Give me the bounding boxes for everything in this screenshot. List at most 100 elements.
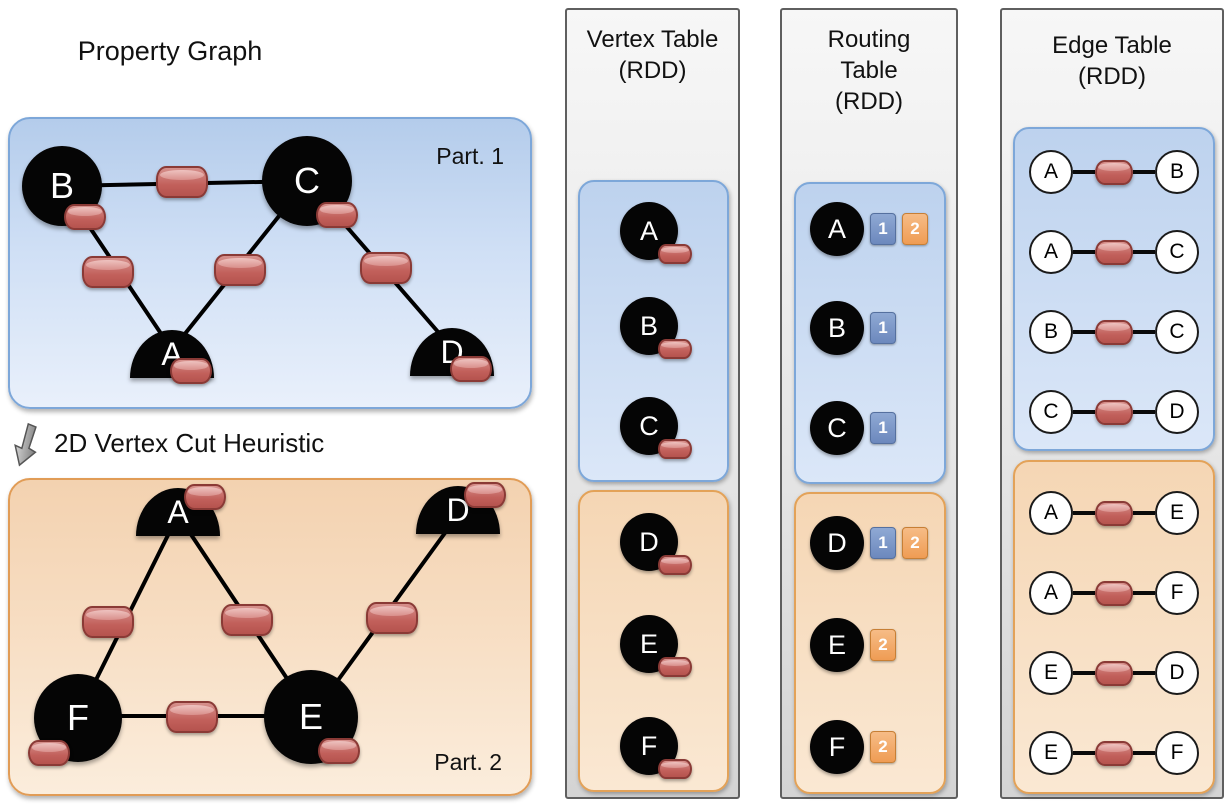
- routing-table-title: Routing: [827, 26, 911, 53]
- edge-table-panel: Edge Table (RDD) A B A C B: [1000, 8, 1224, 799]
- edge-property-cylinder: [360, 252, 412, 284]
- vertex-property-cylinder: [184, 484, 226, 510]
- vertex-property-cylinder: [658, 759, 692, 779]
- edge-property-cylinder: [1095, 740, 1133, 766]
- edge-src-vertex: A: [1029, 230, 1073, 274]
- edge-property-cylinder: [1095, 159, 1133, 185]
- edge-dst-vertex: F: [1155, 731, 1199, 775]
- partition-2-label: Part. 2: [434, 749, 502, 775]
- edge-property-cylinder: [166, 701, 218, 733]
- edge-property-cylinder: [82, 256, 134, 288]
- edge-property-cylinder: [1095, 399, 1133, 425]
- vertex-property-cylinder: [318, 738, 360, 764]
- vertex-cut-arrow-icon: [9, 420, 46, 475]
- routing-entry-vertex: A: [810, 202, 864, 256]
- edge-table-row: E F: [1029, 730, 1199, 776]
- vertex-property-cylinder: [450, 356, 492, 382]
- edge-line: [1133, 250, 1155, 254]
- edge-table-partition-1: A B A C B C C: [1013, 127, 1215, 451]
- edge-line: [1073, 410, 1095, 414]
- vertex-table-entry: E: [620, 615, 678, 673]
- edge-dst-vertex: E: [1155, 491, 1199, 535]
- vertex-table-partition-1: A B C: [578, 180, 729, 482]
- routing-partition-badge: 2: [902, 213, 928, 245]
- edge-table-row: A F: [1029, 570, 1199, 616]
- edge-dst-vertex: C: [1155, 230, 1199, 274]
- edge-property-cylinder: [1095, 580, 1133, 606]
- edge-dst-vertex: D: [1155, 651, 1199, 695]
- edge-line: [1133, 410, 1155, 414]
- vertex-table-panel: Vertex Table (RDD) A B C D E F: [565, 8, 740, 799]
- edge-src-vertex: C: [1029, 390, 1073, 434]
- vertex-table-partition-2: D E F: [578, 490, 729, 792]
- edge-src-vertex: B: [1029, 310, 1073, 354]
- edge-table-row: B C: [1029, 309, 1199, 355]
- edge-line: [1073, 170, 1095, 174]
- vertex-table-title: Vertex Table: [586, 26, 719, 53]
- edge-dst-vertex: F: [1155, 571, 1199, 615]
- edge-table-row: C D: [1029, 389, 1199, 435]
- vertex-property-cylinder: [28, 740, 70, 766]
- edge-dst-vertex: C: [1155, 310, 1199, 354]
- edge-src-vertex: A: [1029, 150, 1073, 194]
- routing-table-partition-1: A 1 2 B 1 C 1: [794, 182, 946, 484]
- edge-src-vertex: A: [1029, 491, 1073, 535]
- edge-property-cylinder: [214, 254, 266, 286]
- edge-table-title: Edge Table: [1052, 32, 1172, 59]
- routing-partition-badge: 1: [870, 527, 896, 559]
- edge-table-row: A B: [1029, 149, 1199, 195]
- edge-property-cylinder: [82, 606, 134, 638]
- edge-line: [1133, 671, 1155, 675]
- edge-table-subtitle: (RDD): [1078, 63, 1146, 90]
- edge-line: [1073, 671, 1095, 675]
- edge-line: [1073, 751, 1095, 755]
- routing-partition-badge: 1: [870, 412, 896, 444]
- edge-line: [1133, 751, 1155, 755]
- routing-table-subtitle: (RDD): [835, 88, 903, 115]
- edge-table-row: A E: [1029, 490, 1199, 536]
- edge-property-cylinder: [366, 602, 418, 634]
- vertex-property-cylinder: [64, 204, 106, 230]
- edge-property-cylinder: [221, 604, 273, 636]
- routing-partition-badge: 1: [870, 213, 896, 245]
- edge-dst-vertex: B: [1155, 150, 1199, 194]
- vertex-property-cylinder: [658, 439, 692, 459]
- edge-property-cylinder: [1095, 500, 1133, 526]
- vertex-property-cylinder: [658, 339, 692, 359]
- edge-table-row: E D: [1029, 650, 1199, 696]
- edge-src-vertex: A: [1029, 571, 1073, 615]
- routing-partition-badge: 2: [902, 527, 928, 559]
- edge-property-cylinder: [1095, 660, 1133, 686]
- routing-table-panel: Routing Table (RDD) A 1 2 B 1 C 1 D 1 2 …: [780, 8, 958, 799]
- routing-partition-badge: 2: [870, 731, 896, 763]
- routing-partition-badge: 2: [870, 629, 896, 661]
- vertex-property-cylinder: [170, 358, 212, 384]
- edge-line: [1073, 330, 1095, 334]
- edge-table-row: A C: [1029, 229, 1199, 275]
- edge-line: [1133, 330, 1155, 334]
- edge-property-cylinder: [156, 166, 208, 198]
- routing-entry-vertex: F: [810, 720, 864, 774]
- vertex-property-cylinder: [658, 555, 692, 575]
- edge-line: [1073, 250, 1095, 254]
- routing-entry-vertex: C: [810, 401, 864, 455]
- routing-partition-badge: 1: [870, 312, 896, 344]
- vertex-table-subtitle: (RDD): [618, 57, 687, 84]
- vertex-cut-heuristic-label: 2D Vertex Cut Heuristic: [54, 428, 325, 458]
- routing-entry-vertex: E: [810, 618, 864, 672]
- edge-table-partition-2: A E A F E D E: [1013, 460, 1215, 794]
- edge-line: [1133, 511, 1155, 515]
- routing-table-title2: Table: [840, 57, 898, 84]
- vertex-property-cylinder: [658, 244, 692, 264]
- edge-property-cylinder: [1095, 319, 1133, 345]
- edge-src-vertex: E: [1029, 731, 1073, 775]
- edge-line: [1073, 511, 1095, 515]
- edge-line: [1073, 591, 1095, 595]
- vertex-property-cylinder: [316, 202, 358, 228]
- routing-entry-vertex: D: [810, 516, 864, 570]
- edge-src-vertex: E: [1029, 651, 1073, 695]
- edge-line: [1133, 170, 1155, 174]
- edge-line: [1133, 591, 1155, 595]
- edge-property-cylinder: [1095, 239, 1133, 265]
- routing-table-partition-2: D 1 2 E 2 F 2: [794, 492, 946, 794]
